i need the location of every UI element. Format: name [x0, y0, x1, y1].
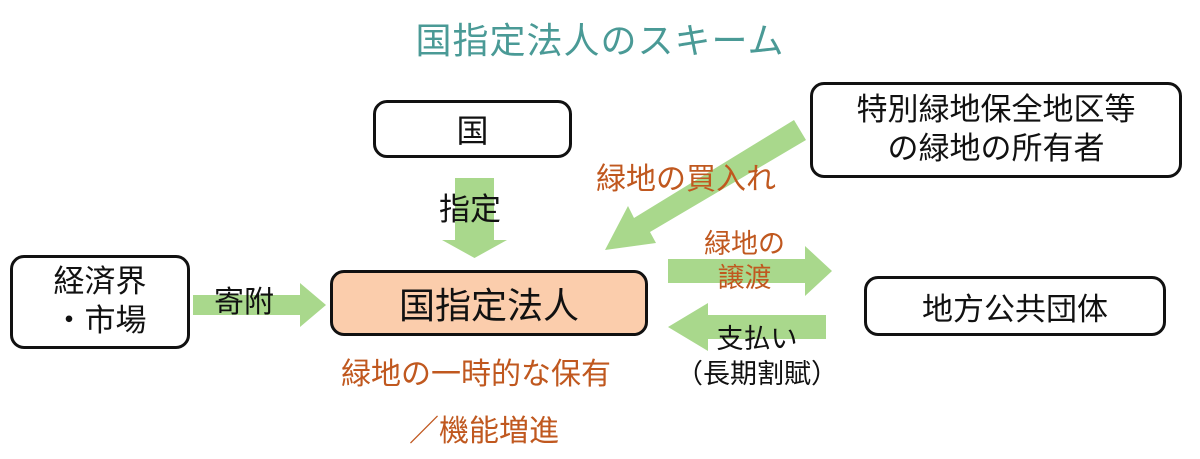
arrow-shitei	[442, 178, 507, 258]
label-kifu: 寄附	[214, 285, 274, 320]
node-keizai-line1: 経済界	[53, 264, 147, 301]
node-kuni-label: 国	[456, 112, 489, 150]
arrow-shiharai	[668, 303, 826, 351]
arrow-kifu	[193, 283, 326, 327]
node-center-label: 国指定法人	[398, 286, 579, 327]
label-joto: 緑地の 譲渡	[704, 228, 785, 296]
label-shiharai: 支払い （長期割賦）	[676, 322, 838, 392]
node-chiho-label: 地方公共団体	[922, 291, 1108, 328]
node-owner-line2: の緑地の所有者	[887, 131, 1105, 167]
node-kuni: 国	[373, 100, 572, 158]
label-joto-line1: 緑地の	[704, 229, 785, 260]
node-owner: 特別緑地保全地区等 の緑地の所有者	[810, 82, 1182, 178]
arrow-kaiire	[605, 120, 806, 250]
label-shitei: 指定	[439, 192, 501, 228]
diagram-title: 国指定法人のスキーム	[415, 21, 785, 62]
label-kaiire: 緑地の買入れ	[596, 162, 776, 197]
node-chiho: 地方公共団体	[864, 276, 1166, 336]
note-line1: 緑地の一時的な保有	[341, 357, 611, 392]
label-shiharai-line2: （長期割賦）	[676, 359, 838, 391]
label-joto-line2: 譲渡	[717, 262, 772, 294]
node-owner-line1: 特別緑地保全地区等	[856, 92, 1136, 129]
node-keizai: 経済界 ・市場	[10, 255, 190, 349]
node-keizai-line2: ・市場	[53, 303, 147, 339]
node-center: 国指定法人	[330, 270, 648, 336]
label-shiharai-line1: 支払い	[716, 324, 798, 355]
arrow-joto	[668, 246, 832, 296]
note-line2: ／機能増進	[409, 414, 559, 449]
